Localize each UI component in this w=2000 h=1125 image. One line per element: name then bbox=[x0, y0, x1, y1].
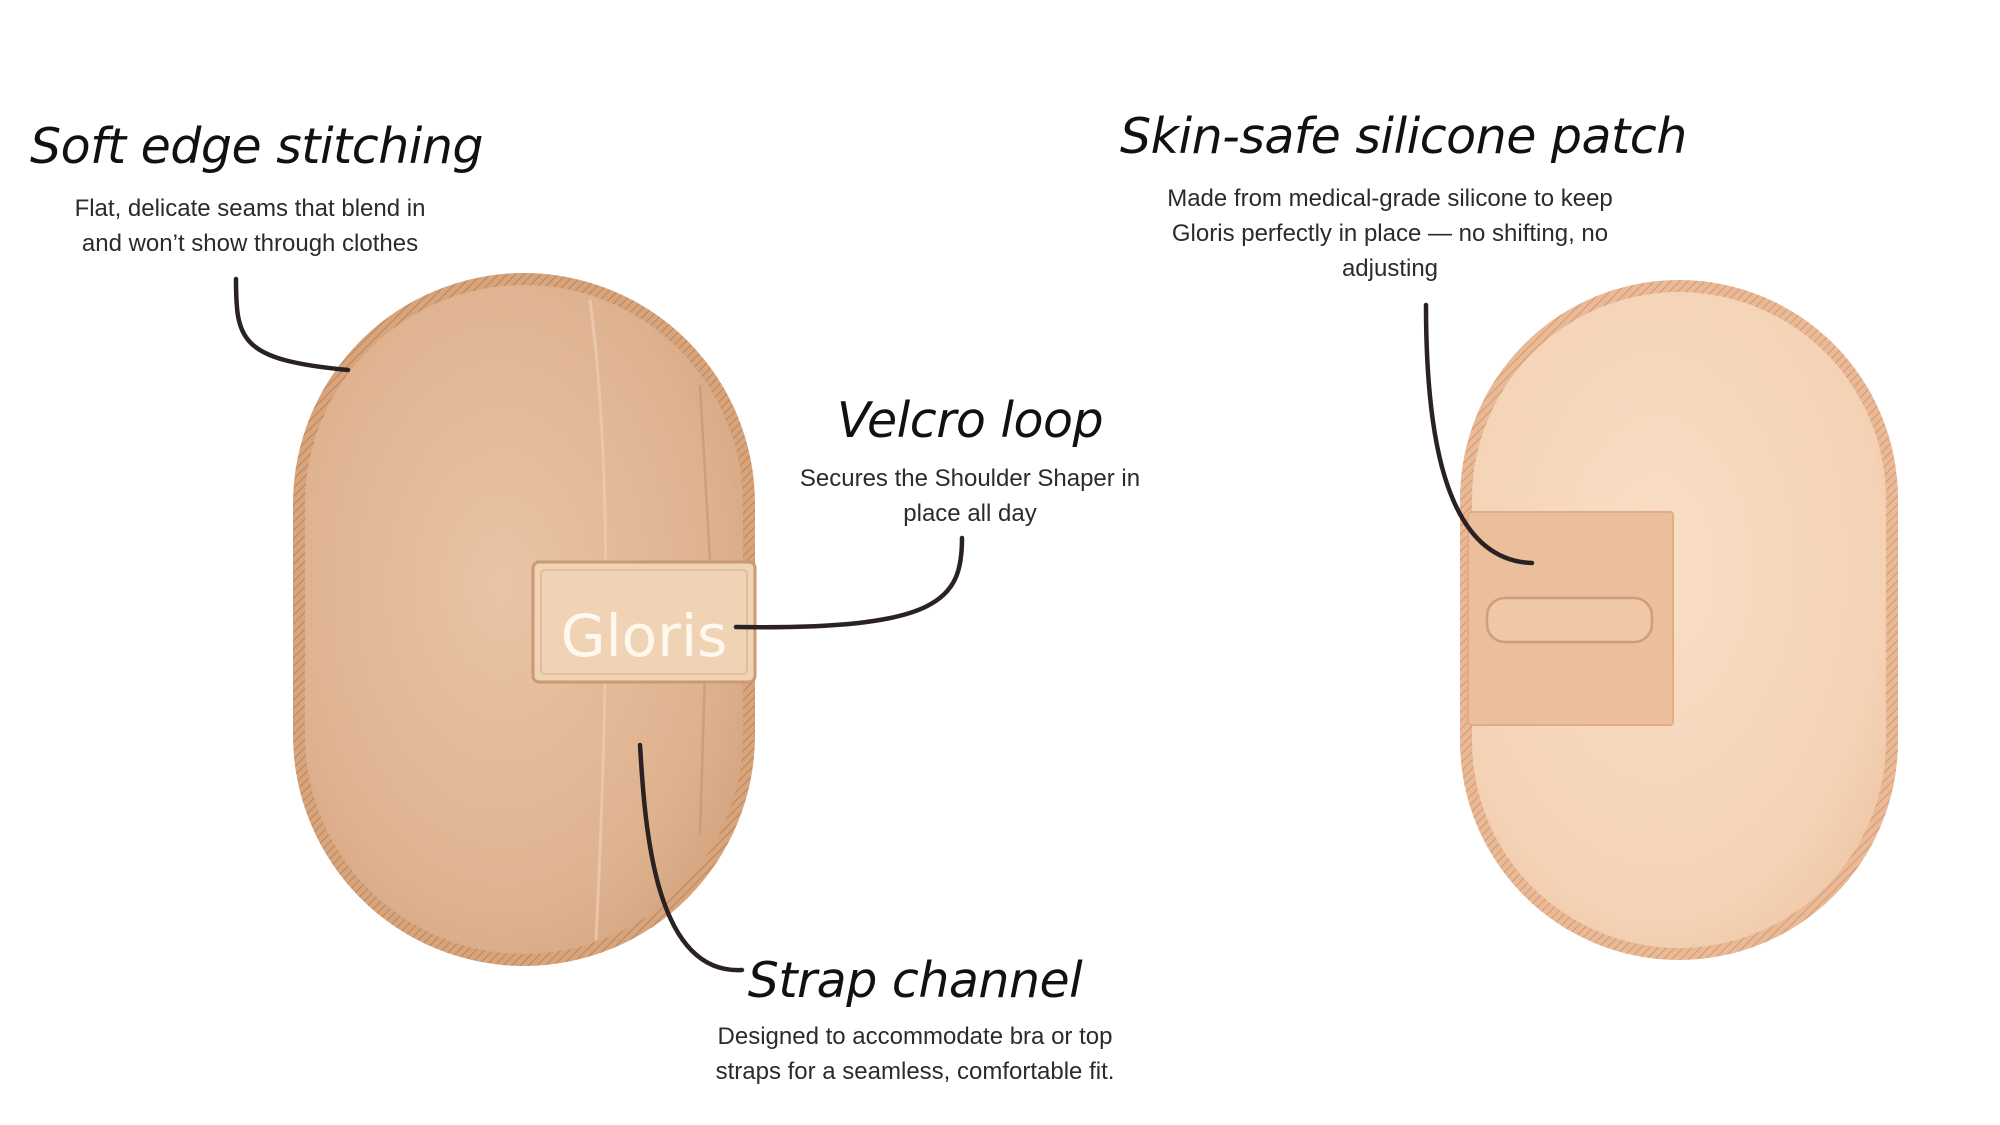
leader-lines bbox=[233, 276, 1535, 973]
velcro-loop-tab-inner bbox=[540, 569, 748, 675]
callout-title-strap-channel: Strap channel bbox=[747, 952, 1083, 1009]
leader-line-velcro-loop bbox=[733, 535, 965, 630]
silicone-patch-slot bbox=[1485, 596, 1654, 644]
back-pad-body bbox=[1472, 292, 1886, 948]
callout-velcro-loop: Velcro loop Secures the Shoulder Shaper … bbox=[770, 392, 1170, 531]
callout-title-silicone-patch: Skin-safe silicone patch bbox=[1120, 108, 1687, 165]
front-pad-body bbox=[305, 285, 743, 954]
callout-body-edge-stitching: Flat, delicate seams that blend in and w… bbox=[74, 195, 426, 257]
back-pad-illustration bbox=[1460, 280, 1898, 960]
leader-line-silicone-patch bbox=[1423, 302, 1535, 566]
callout-edge-stitching: Soft edge stitching Flat, delicate seams… bbox=[30, 118, 484, 261]
callout-title-velcro-loop: Velcro loop bbox=[836, 392, 1104, 449]
brand-label: Gloris bbox=[561, 602, 728, 670]
callout-silicone-patch: Skin-safe silicone patch Made from medic… bbox=[1120, 108, 1687, 286]
callout-body-strap-channel: Designed to accommodate bra or top strap… bbox=[715, 1023, 1115, 1085]
velcro-loop-tab bbox=[531, 560, 757, 684]
leader-line-strap-channel bbox=[637, 742, 745, 973]
callout-body-velcro-loop: Secures the Shoulder Shaper in place all… bbox=[799, 465, 1141, 527]
callout-body-silicone-patch: Made from medical-grade silicone to keep… bbox=[1167, 185, 1613, 282]
front-pad-illustration: Gloris bbox=[293, 273, 757, 966]
leader-line-edge-stitching bbox=[233, 276, 351, 373]
callout-title-edge-stitching: Soft edge stitching bbox=[30, 118, 484, 175]
callout-strap-channel: Strap channel Designed to accommodate br… bbox=[700, 952, 1130, 1089]
